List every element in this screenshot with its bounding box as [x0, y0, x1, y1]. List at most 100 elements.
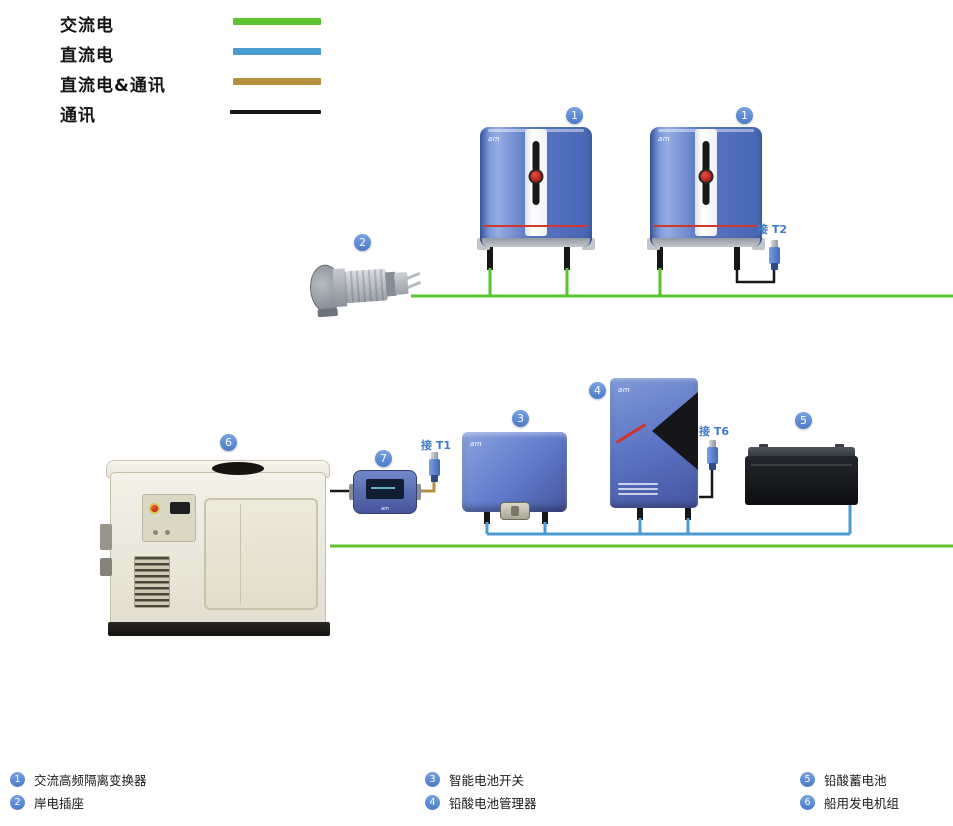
- connector-body: [769, 247, 780, 264]
- legend-swatch-dc: [233, 48, 321, 55]
- brand-logo: am: [381, 506, 389, 512]
- legend-label-dc-comm: 直流电&通讯: [60, 76, 166, 96]
- badge-display-panel: 7: [375, 450, 392, 467]
- inverter-knob: [528, 169, 544, 184]
- footer-label-inverter: 交流高频隔离变换器: [34, 773, 147, 788]
- badge-shore-plug: 2: [354, 234, 371, 251]
- legend-label-comm: 通讯: [60, 106, 96, 126]
- battery-body: [745, 456, 858, 505]
- panel-screen: [366, 479, 404, 499]
- connector-base: [431, 475, 438, 482]
- shore-power-plug: [306, 254, 422, 320]
- legend-label-dc: 直流电: [60, 46, 114, 66]
- emergency-stop-button: [149, 503, 160, 514]
- footer-badge-6: 6: [800, 795, 815, 810]
- lead-acid-battery: [745, 444, 858, 505]
- marine-generator: [100, 452, 332, 642]
- footer-badge-4: 4: [425, 795, 440, 810]
- footer-column-1: 1 交流高频隔离变换器 2 岸电插座: [10, 768, 147, 814]
- footer-label-battery-manager: 铅酸电池管理器: [449, 796, 537, 811]
- plug-pin: [406, 272, 421, 281]
- footer-item: 4 铅酸电池管理器: [425, 791, 537, 814]
- legend-swatch-dc-comm: [233, 78, 321, 85]
- generator-display: [170, 502, 190, 514]
- label-t2: 接 T2: [757, 223, 787, 236]
- generator-switch-dot: [153, 530, 158, 535]
- badge-inverter-1: 1: [566, 107, 583, 124]
- generator-control-panel: [142, 494, 196, 542]
- battery-manager-text-lines: [618, 480, 658, 498]
- connector-base: [771, 263, 778, 270]
- battery-switch: am: [462, 432, 567, 520]
- connector-t2: [768, 240, 781, 270]
- wire-dc-comm-panel-t1: [417, 480, 436, 493]
- inverter-red-line: [484, 225, 588, 227]
- footer-badge-1: 1: [10, 772, 25, 787]
- wire-legend: 交流电 直流电 直流电&通讯 通讯: [60, 8, 340, 128]
- footer-label-generator: 船用发电机组: [824, 796, 900, 811]
- label-t1: 接 T1: [421, 439, 451, 452]
- plug-body: [343, 268, 388, 304]
- brand-logo: am: [618, 386, 631, 394]
- generator-base-skid: [108, 622, 330, 636]
- legend-swatch-comm: [230, 110, 321, 114]
- connector-tip: [709, 440, 716, 448]
- battery-manager-triangle: [652, 392, 698, 470]
- brand-logo: am: [488, 135, 501, 143]
- legend-row-comm: 通讯: [60, 98, 340, 128]
- footer-badge-2: 2: [10, 795, 25, 810]
- badge-inverter-2: 1: [736, 107, 753, 124]
- connector-t6: [706, 440, 719, 470]
- footer-item: 5 铅酸蓄电池: [800, 768, 899, 791]
- legend-label-ac: 交流电: [60, 16, 114, 36]
- legend-row-ac: 交流电: [60, 8, 340, 38]
- footer-badge-3: 3: [425, 772, 440, 787]
- panel-mount-ear: [413, 484, 421, 500]
- footer-item: 1 交流高频隔离变换器: [10, 768, 147, 791]
- footer-label-battery-switch: 智能电池开关: [449, 773, 525, 788]
- generator-switch-dot: [165, 530, 170, 535]
- footer-badge-5: 5: [800, 772, 815, 787]
- inverter-1: am: [477, 127, 595, 250]
- connector-tip: [431, 452, 438, 460]
- badge-battery-manager: 4: [589, 382, 606, 399]
- legend-row-dc: 直流电: [60, 38, 340, 68]
- footer-item: 6 船用发电机组: [800, 791, 899, 814]
- badge-battery: 5: [795, 412, 812, 429]
- wire-comm-t6: [699, 470, 714, 499]
- footer-label-shore-socket: 岸电插座: [34, 796, 85, 811]
- footer-label-battery: 铅酸蓄电池: [824, 773, 887, 788]
- remote-display-panel: am: [349, 470, 421, 514]
- connector-tip: [771, 240, 778, 248]
- battery-switch-knob: [499, 502, 530, 520]
- inverter-base: [652, 238, 760, 247]
- connector-body: [429, 459, 440, 476]
- legend-row-dc-comm: 直流电&通讯: [60, 68, 340, 98]
- connector-t1: [428, 452, 441, 482]
- battery-manager: am: [610, 378, 698, 508]
- generator-door: [204, 498, 318, 610]
- generator-fitting: [100, 558, 112, 576]
- inverter-2: am: [647, 127, 765, 250]
- inverter-red-line: [654, 225, 758, 227]
- footer-item: 2 岸电插座: [10, 791, 147, 814]
- inverter-base: [482, 238, 590, 247]
- brand-logo: am: [470, 440, 483, 448]
- battery-switch-body: [462, 432, 567, 512]
- badge-battery-switch: 3: [512, 410, 529, 427]
- plug-tip: [394, 271, 409, 295]
- footer-column-3: 5 铅酸蓄电池 6 船用发电机组: [800, 768, 899, 814]
- badge-generator: 6: [220, 434, 237, 451]
- connector-body: [707, 447, 718, 464]
- label-t6: 接 T6: [699, 425, 729, 438]
- wire-comm-t2: [735, 268, 776, 284]
- inverter-knob: [698, 169, 714, 184]
- brand-logo: am: [658, 135, 671, 143]
- generator-vent-oval: [212, 462, 264, 475]
- legend-swatch-ac: [233, 18, 321, 25]
- plug-pin: [406, 280, 422, 290]
- generator-vent-grille: [134, 556, 170, 608]
- footer-column-2: 3 智能电池开关 4 铅酸电池管理器: [425, 768, 537, 814]
